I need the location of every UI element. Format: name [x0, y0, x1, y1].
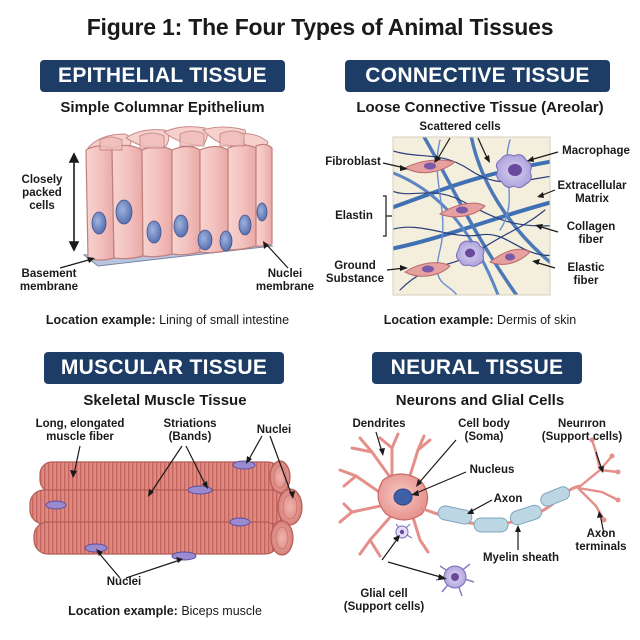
muscular-location: Location example: Biceps muscle [68, 604, 262, 618]
label-basement-membrane: Basement membrane [19, 268, 79, 294]
label-glial-cell: Glial cell (Support cells) [343, 588, 425, 614]
label-elastic-fiber: Elastic fiber [567, 262, 605, 288]
label-dendrites: Dendrites [352, 418, 406, 430]
connective-location: Location example: Dermis of skin [383, 313, 577, 327]
label-axon-terminals: Axon terminals [575, 528, 627, 554]
label-myelin-sheath: Myelin sheath [482, 552, 560, 564]
arrow-icon [68, 152, 80, 252]
label-axon: Axon [493, 493, 523, 505]
label-elastin: Elastin [335, 210, 373, 222]
label-fibroblast: Fibroblast [325, 156, 381, 168]
label-nuclei-membrane: Nuclei membrane [255, 268, 315, 294]
neural-heading: NEURAL TISSUE [372, 352, 582, 384]
muscular-subtitle: Skeletal Muscle Tissue [83, 392, 247, 409]
label-nuclei-bottom: Nuclei [106, 576, 142, 588]
epithelial-subtitle: Simple Columnar Epithelium [60, 99, 265, 116]
label-extracellular-matrix: Extracellular Matrix [557, 180, 627, 206]
muscular-heading: MUSCULAR TISSUE [44, 352, 284, 384]
neural-subtitle: Neurons and Glial Cells [395, 392, 565, 409]
label-cell-body: Cell body (Soma) [458, 418, 510, 444]
label-neuron-support: Neurıron (Support cells) [541, 418, 623, 444]
label-nuclei-top: Nuclei [256, 424, 292, 436]
label-macrophage: Macrophage [562, 145, 630, 157]
label-closely-packed: Closely packed cells [21, 174, 63, 213]
label-ground-substance: Ground Substance [325, 260, 385, 286]
label-long-fiber: Long, elongated muscle fiber [35, 418, 125, 444]
connective-heading: CONNECTIVE TISSUE [345, 60, 610, 92]
label-scattered-cells: Scattered cells [419, 121, 501, 133]
label-striations: Striations (Bands) [163, 418, 217, 444]
label-nucleus: Nucleus [469, 464, 515, 476]
figure-title: Figure 1: The Four Types of Animal Tissu… [86, 14, 554, 40]
epithelial-location: Location example: Lining of small intest… [45, 313, 290, 327]
connective-subtitle: Loose Connective Tissue (Areolar) [356, 99, 604, 116]
epithelial-heading: EPITHELIAL TISSUE [40, 60, 285, 92]
label-collagen-fiber: Collagen fiber [566, 221, 616, 247]
